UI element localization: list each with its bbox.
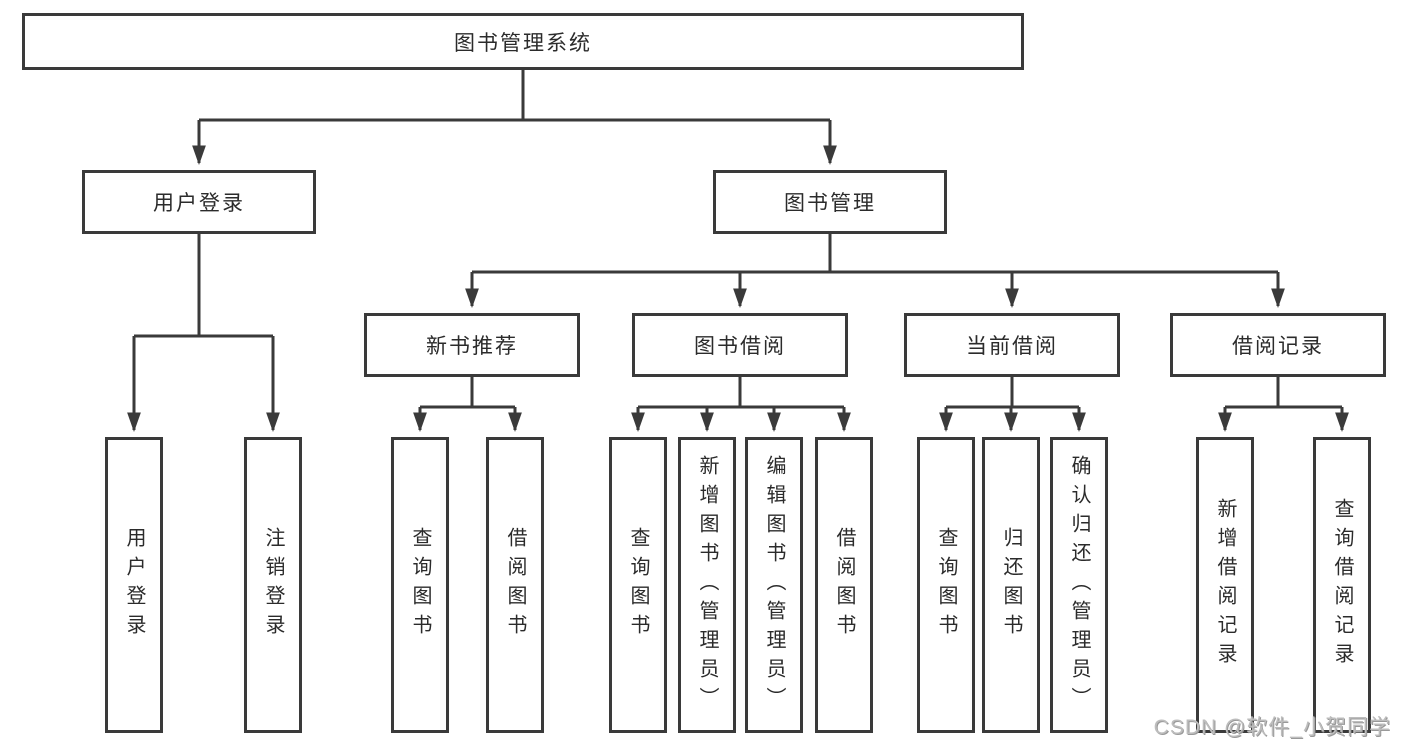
leaf-logout-login: 注销登录 bbox=[244, 437, 302, 733]
leaf-query-books-current: 查询图书 bbox=[917, 437, 975, 733]
leaf-add-book-admin: 新增图书（管理员） bbox=[678, 437, 736, 733]
node-book-borrow: 图书借阅 bbox=[632, 313, 848, 377]
node-book-management: 图书管理 bbox=[713, 170, 947, 234]
leaf-query-books-recommend: 查询图书 bbox=[391, 437, 449, 733]
leaf-borrow-books: 借阅图书 bbox=[815, 437, 873, 733]
node-library-system: 图书管理系统 bbox=[22, 13, 1024, 70]
leaf-borrow-books-recommend: 借阅图书 bbox=[486, 437, 544, 733]
leaf-user-login: 用户登录 bbox=[105, 437, 163, 733]
leaf-edit-book-admin: 编辑图书（管理员） bbox=[745, 437, 803, 733]
csdn-watermark: CSDN @软件_小贺同学 bbox=[1153, 716, 1391, 739]
leaf-confirm-return-admin: 确认归还（管理员） bbox=[1050, 437, 1108, 733]
leaf-add-borrow-record: 新增借阅记录 bbox=[1196, 437, 1254, 733]
node-new-book-recommend: 新书推荐 bbox=[364, 313, 580, 377]
node-borrow-records: 借阅记录 bbox=[1170, 313, 1386, 377]
leaf-query-borrow-record: 查询借阅记录 bbox=[1313, 437, 1371, 733]
leaf-query-books-borrow: 查询图书 bbox=[609, 437, 667, 733]
node-current-borrow: 当前借阅 bbox=[904, 313, 1120, 377]
leaf-return-book: 归还图书 bbox=[982, 437, 1040, 733]
node-user-login: 用户登录 bbox=[82, 170, 316, 234]
